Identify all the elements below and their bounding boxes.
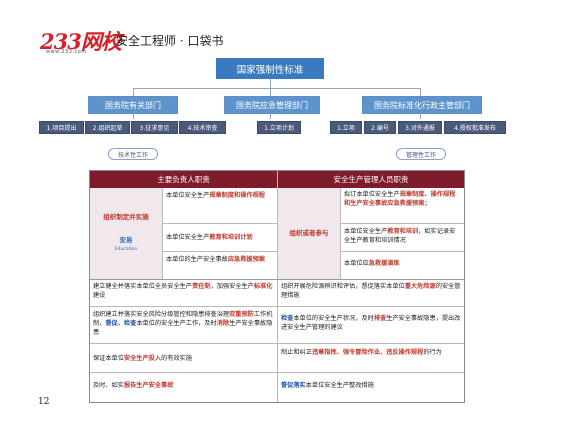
table-header: 安全生产管理人员职责	[278, 171, 464, 188]
duties-table: 主要负责人职责 安全生产管理人员职责 组织制定并实施 安易 Education …	[89, 170, 465, 403]
table-row-left: 保证本单位安全生产投入的有效实施	[90, 354, 277, 363]
left-sub-item: 本单位的生产安全事故应急救援预案	[166, 256, 265, 263]
step-box: 1.立项	[330, 121, 362, 134]
logo: 233网校	[40, 29, 122, 54]
row-text-segment: 消除	[216, 320, 230, 327]
step-box: 2.组织起草	[85, 121, 130, 134]
row-text-segment: 标准化	[253, 283, 273, 290]
connector-line	[270, 88, 271, 96]
row-text-segment: 本单位安全生产整改措施	[305, 382, 374, 389]
row-text-segment: 生产安全事故隐患，提出改进安全生产管理的建议	[281, 315, 461, 331]
table-row-left: 建立健全并落实本单位全员安全生产责任制，加强安全生产标准化建设	[90, 282, 277, 300]
row-text-segment: 双重预防	[229, 311, 254, 318]
row-text-segment: 的有效实施	[161, 355, 192, 362]
row-text-segment: 生产安全事故隐患	[93, 320, 273, 336]
row-text-segment: 重大危险源	[404, 283, 436, 290]
table-row-right: 检查本单位的安全生产状况，及时排查生产安全事故隐患，提出改进安全生产管理的建议	[278, 314, 464, 332]
connector-line	[133, 113, 134, 119]
diagram-top-node: 国家强制性标准	[216, 58, 324, 79]
row-text-segment: 建设	[93, 292, 106, 299]
work-type-tag: 管理性工作	[396, 148, 446, 160]
row-text-segment: 本单位的安全生产状况，及时	[293, 315, 374, 322]
right-sub-item: 拟订本单位安全生产规章制度、操作规程和生产安全事故应急救援预案；	[344, 191, 456, 207]
logo-url: www.233.com	[46, 49, 87, 55]
row-text-segment: ，加强安全生产	[210, 283, 254, 290]
branch-node: 国务院有关部门	[88, 96, 178, 114]
row-text-segment: 工作机制，	[93, 311, 273, 327]
branch-node: 国务院标准化行政主管部门	[362, 96, 482, 114]
step-box: 1.立项计划	[257, 121, 301, 134]
table-row-right: 督促落实本单位安全生产整改措施	[278, 381, 464, 390]
table-row-left: 组织建立并落实安全风险分级管控和隐患排查治理双重预防工作机制，督促、检查本单位的…	[90, 310, 277, 337]
left-group-label: 组织制定并实施	[103, 213, 149, 221]
row-text-segment: 的安全管理措施	[281, 283, 461, 299]
connector-line	[133, 88, 134, 96]
row-text-segment: 开展危险源辨识和评估，督促落实本单位	[293, 283, 405, 290]
row-text-segment: 报告生产安全事故	[123, 382, 174, 389]
row-text-segment: 排查	[373, 315, 387, 322]
connector-line	[270, 79, 271, 88]
connector-line	[133, 88, 420, 89]
edu-logo: 安易 Education	[114, 236, 138, 252]
row-text-segment: 责任制	[192, 283, 211, 290]
row-text-segment: 的行为	[423, 349, 442, 356]
step-box: 1.项目提出	[39, 121, 84, 134]
page-number: 12	[38, 397, 50, 407]
left-sub-item: 本单位安全生产教育和培训计划	[166, 234, 253, 241]
row-text-segment: 组织建立并落实安全风险分级管控和隐患排查治理	[93, 311, 230, 318]
row-text-segment: 组织	[281, 283, 294, 290]
right-sub-item: 本单位应急救援演练	[344, 260, 400, 267]
row-text-segment: 制止和纠正	[281, 349, 312, 356]
step-box: 4.技术审查	[179, 121, 226, 134]
row-text-segment: 督促、检查	[105, 320, 137, 327]
table-row-right: 组织开展危险源辨识和评估，督促落实本单位重大危险源的安全管理措施	[278, 282, 464, 300]
group-label: 组织制定并实施 安易 Education	[90, 188, 162, 279]
work-type-tag: 技术性工作	[108, 148, 158, 160]
table-row-left: 及时、如实报告生产安全事故	[90, 381, 277, 390]
group-label: 组织或者参与	[278, 188, 340, 279]
row-text-segment: 违章指挥、强令冒险作业、违反操作规程	[311, 349, 424, 356]
table-row-right: 制止和纠正违章指挥、强令冒险作业、违反操作规程的行为	[278, 348, 464, 357]
left-sub-item: 本单位安全生产规章制度和操作规程	[166, 192, 265, 199]
page-title: 安全工程师 · 口袋书	[116, 34, 224, 48]
table-header: 主要负责人职责	[90, 171, 278, 188]
row-text-segment: 本单位的安全生产工作，及时	[136, 320, 217, 327]
step-box: 3.对外通报	[398, 121, 442, 134]
right-sub-item: 本单位安全生产教育和培训，如实记录安全生产教育和培训情况	[344, 228, 456, 244]
step-box: 3.征求意见	[131, 121, 178, 134]
row-text-segment: 安全生产投入	[123, 355, 162, 362]
row-text-segment: 保证本单位	[93, 355, 124, 362]
row-text-segment: 检查	[281, 315, 294, 322]
connector-line	[270, 113, 271, 119]
connector-line	[420, 88, 421, 96]
connector-line	[420, 113, 421, 119]
row-text-segment: 建立健全并落实本单位全员安全生产	[93, 283, 192, 290]
row-text-segment: 督促落实	[281, 382, 306, 389]
row-text-segment: 及时、如实	[93, 382, 124, 389]
branch-node: 国务院应急管理部门	[224, 96, 320, 114]
step-box: 2.编号	[364, 121, 396, 134]
step-box: 4.授权批准发布	[444, 121, 506, 134]
